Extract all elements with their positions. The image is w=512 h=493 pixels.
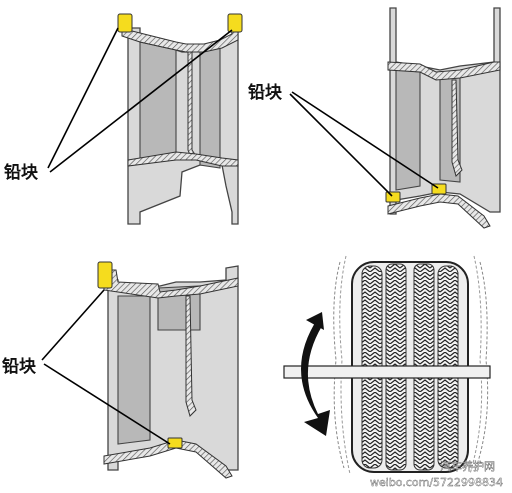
pointer-line: [41, 289, 105, 361]
watermark-url: weibo.com/5722998834: [370, 476, 503, 489]
lead-weight-label: 铅块: [2, 356, 37, 377]
rim-diagram-top-right: 铅块: [248, 7, 501, 229]
rim-diagram-top-left: 铅块: [4, 13, 243, 225]
lead-weight-inner: [227, 13, 243, 33]
lead-weight-label: 铅块: [248, 82, 283, 103]
lead-weight-outer: [97, 261, 113, 289]
lead-weight-inner: [167, 437, 183, 449]
rim-diagram-bottom-left: 铅块: [2, 261, 239, 479]
lead-weight-outer: [385, 191, 401, 203]
lead-weight-outer: [117, 13, 133, 33]
pointer-line: [49, 29, 233, 173]
rotation-arrow-icon: [301, 318, 330, 436]
pointer-line: [289, 93, 393, 197]
watermark-brand: 汽车养护网: [440, 459, 495, 473]
pointer-line: [291, 91, 439, 189]
lead-weight-label: 铅块: [4, 162, 39, 183]
balancer-shaft: [283, 365, 491, 379]
tire-spin-illustration: 汽车养护网 weibo.com/5722998834: [283, 255, 503, 489]
pointer-line: [43, 363, 171, 445]
pointer-line: [47, 27, 119, 169]
watermark: 汽车养护网 weibo.com/5722998834: [370, 459, 503, 489]
